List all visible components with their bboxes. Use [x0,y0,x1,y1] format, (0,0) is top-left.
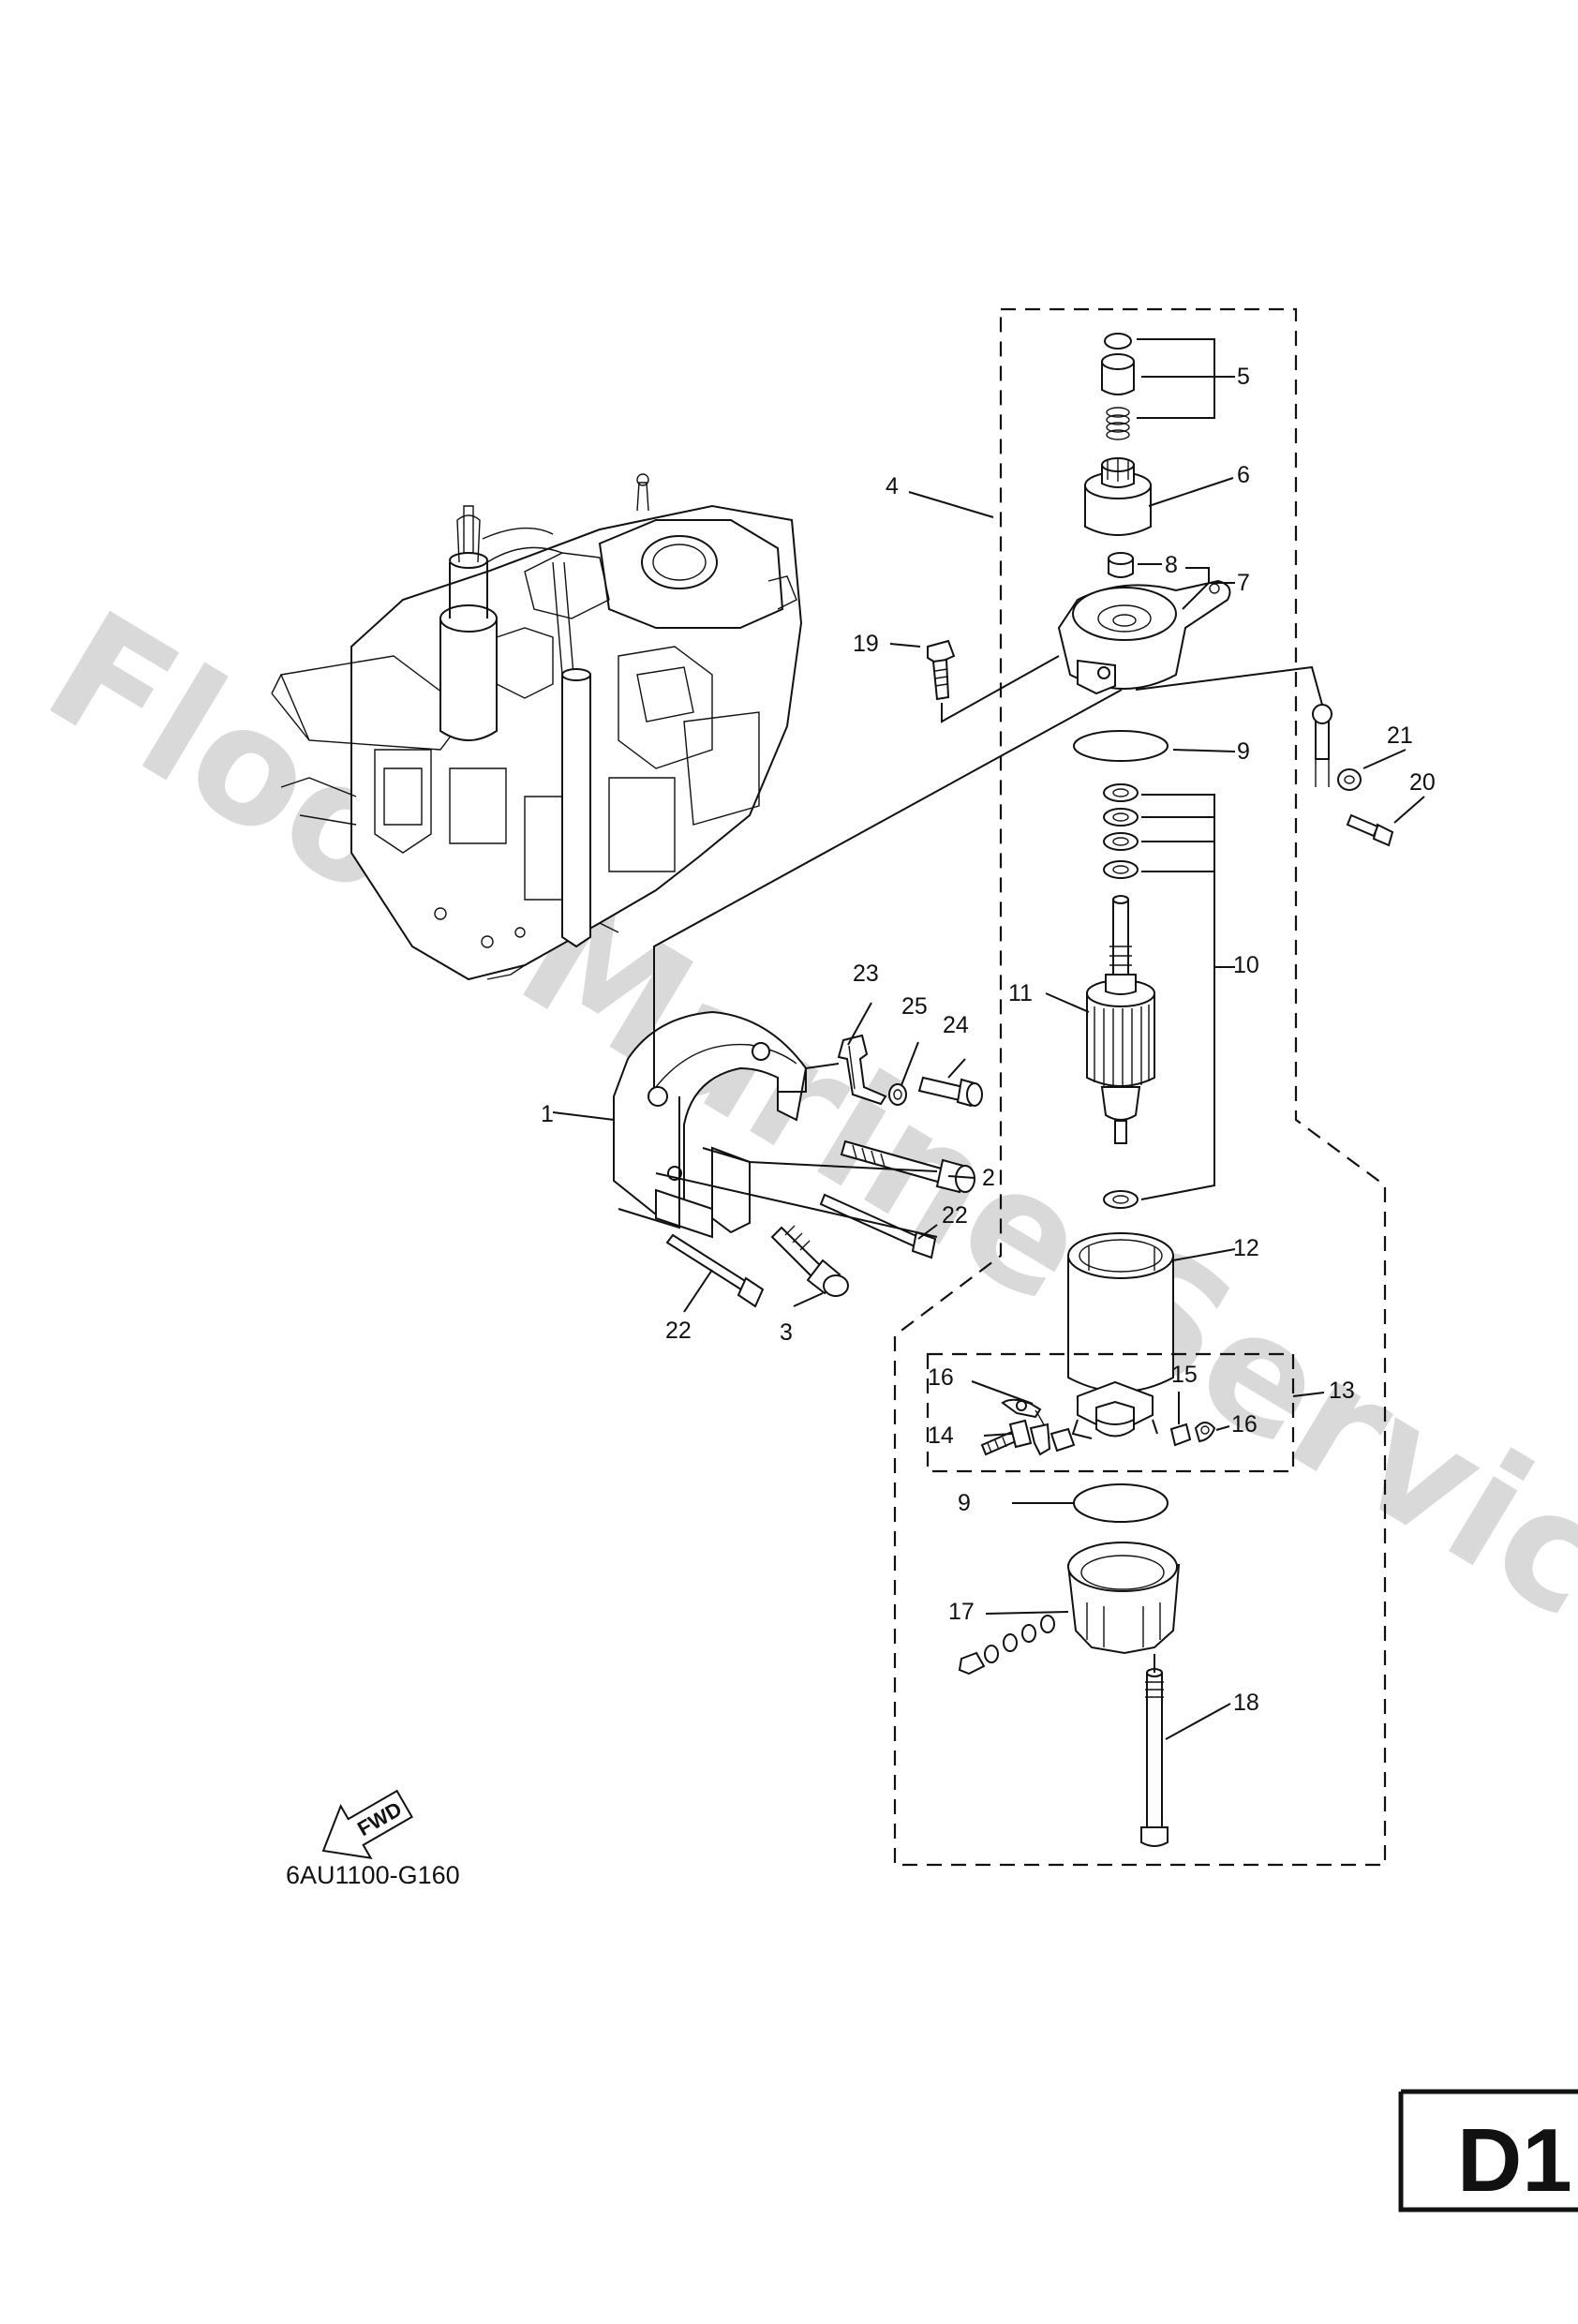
front-cover-7 [1057,579,1231,695]
washers-10 [1103,783,1139,1209]
bolt-3 [770,1225,849,1297]
bolt-2 [840,1140,975,1194]
callout-labels: 1 2 3 4 5 6 7 8 9 10 11 12 13 14 15 16 1… [541,364,1436,1716]
ground-lead [1312,704,1332,787]
callout-18: 18 [1233,1690,1259,1716]
callout-14: 14 [928,1423,954,1449]
callout-11: 11 [1008,980,1033,1006]
callout-13: 13 [1329,1378,1355,1404]
through-bolt-18 [1140,1668,1169,1847]
circlip-5 [1104,333,1132,350]
callout-2: 2 [982,1165,995,1191]
starter-bracket [613,1010,808,1239]
callout-22-right: 22 [942,1202,968,1229]
brush-14 [1050,1427,1076,1452]
page-id-box: D1 [1398,2089,1578,2212]
diagram-code: 6AU1100-G160 [286,1861,460,1889]
callout-1: 1 [541,1101,554,1127]
callout-16-right: 16 [1231,1411,1258,1438]
callout-12: 12 [1233,1235,1259,1261]
callout-3: 3 [780,1319,793,1346]
assembly-box-13 [926,1352,1295,1473]
leader-lines [552,338,1425,1740]
armature-11 [1086,895,1155,1144]
watermark: Flood Marine Services [18,576,1578,1758]
assembly-box-4 [893,307,1387,1867]
callout-6: 6 [1237,462,1250,488]
callout-20: 20 [1409,769,1436,796]
callout-10: 10 [1233,952,1259,978]
callout-7: 7 [1237,570,1250,596]
collar-5 [1101,353,1135,395]
bolt-19 [927,639,956,701]
clamp-23 [837,1034,887,1106]
callout-23: 23 [853,961,879,987]
yoke-12 [1067,1232,1174,1393]
callout-17: 17 [948,1599,975,1625]
screw-14 [980,1419,1051,1456]
page-id: D1 [1457,2110,1572,2211]
bushing-8 [1108,552,1134,578]
callout-21: 21 [1387,723,1413,749]
callout-5: 5 [1237,364,1250,390]
watermark-text: Flood Marine Services [18,576,1578,1758]
cable-tie-22-left [665,1233,765,1308]
rear-cover-17 [1066,1542,1181,1655]
callout-24: 24 [943,1012,969,1038]
o-ring-9-bottom [1073,1483,1169,1523]
brush-15 [1169,1423,1192,1447]
callout-9-bottom: 9 [958,1490,971,1516]
callout-4: 4 [886,473,899,499]
callout-16-left: 16 [928,1364,954,1391]
screw-20 [1346,813,1394,847]
brush-lead-16-right [1194,1422,1216,1443]
callout-15: 15 [1171,1362,1198,1388]
brush-holder-13 [1071,1380,1158,1439]
callout-8: 8 [1165,552,1178,578]
nuts-washers-17 [958,1615,1055,1676]
o-ring-9-top [1073,730,1169,762]
callout-9-top: 9 [1237,738,1250,765]
spring-5 [1106,407,1130,440]
engine-block [271,473,803,981]
bolt-24 [917,1076,983,1108]
callout-22-left: 22 [665,1318,692,1344]
pinion-6 [1084,457,1152,536]
callout-25: 25 [901,993,928,1020]
assembly-lines [618,655,1323,1673]
callout-19: 19 [853,631,879,657]
washer-25 [888,1083,907,1106]
washer-21 [1337,768,1362,791]
